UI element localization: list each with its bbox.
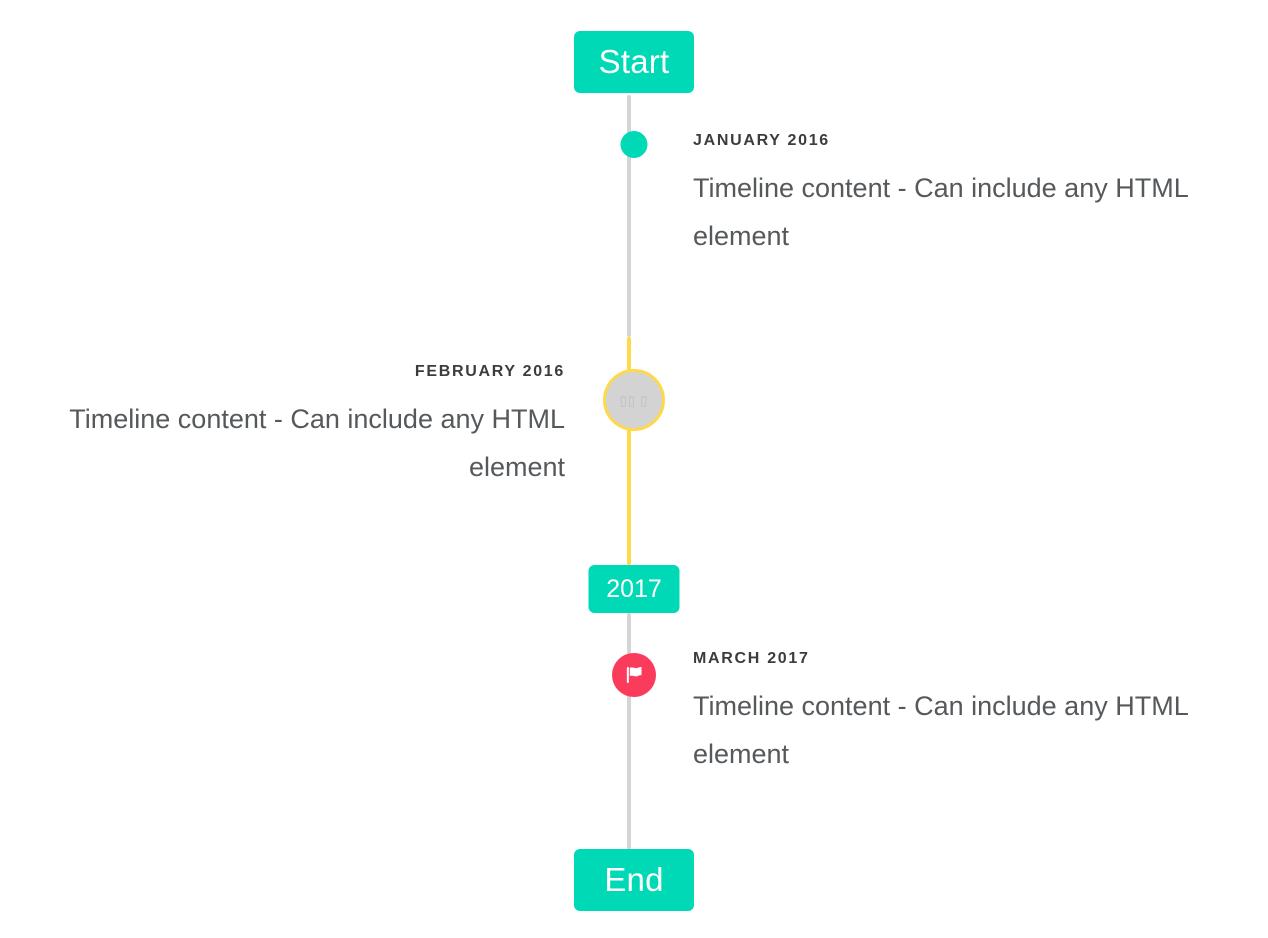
timeline-start-badge-label: Start xyxy=(598,43,670,80)
timeline-end-badge[interactable]: End xyxy=(574,849,694,911)
timeline-end-badge-label: End xyxy=(604,861,664,898)
timeline-rail-segment-gray-bottom xyxy=(627,613,631,851)
timeline-marker-january-2016[interactable] xyxy=(620,131,648,158)
timeline-entry-date: February 2016 xyxy=(414,363,565,380)
timeline-rail-segment-yellow xyxy=(627,337,631,565)
timeline-year-badge-label: 2017 xyxy=(606,574,662,603)
timeline-marker-february-2016[interactable]: ▯▯ ▯ xyxy=(603,369,665,431)
timeline-start-badge[interactable]: Start xyxy=(574,31,694,93)
timeline-entry-date: March 2017 xyxy=(693,650,810,667)
timeline-rail-segment-gray-top xyxy=(627,95,631,337)
timeline-marker-march-2017[interactable] xyxy=(612,653,656,697)
timeline-entry-body: Timeline content - Can include any HTML … xyxy=(69,404,565,483)
timeline-entry-january-2016: January 2016 Timeline content - Can incl… xyxy=(693,131,1217,260)
broken-image-icon: ▯▯ ▯ xyxy=(619,392,649,408)
timeline-entry-february-2016: February 2016 Timeline content - Can inc… xyxy=(41,362,565,491)
timeline-entry-body: Timeline content - Can include any HTML … xyxy=(693,173,1188,252)
flag-icon xyxy=(623,664,645,686)
timeline-entry-march-2017: March 2017 Timeline content - Can includ… xyxy=(693,649,1217,778)
timeline-year-badge[interactable]: 2017 xyxy=(588,565,680,613)
timeline-entry-date: January 2016 xyxy=(693,132,830,149)
timeline-entry-body: Timeline content - Can include any HTML … xyxy=(693,691,1188,770)
